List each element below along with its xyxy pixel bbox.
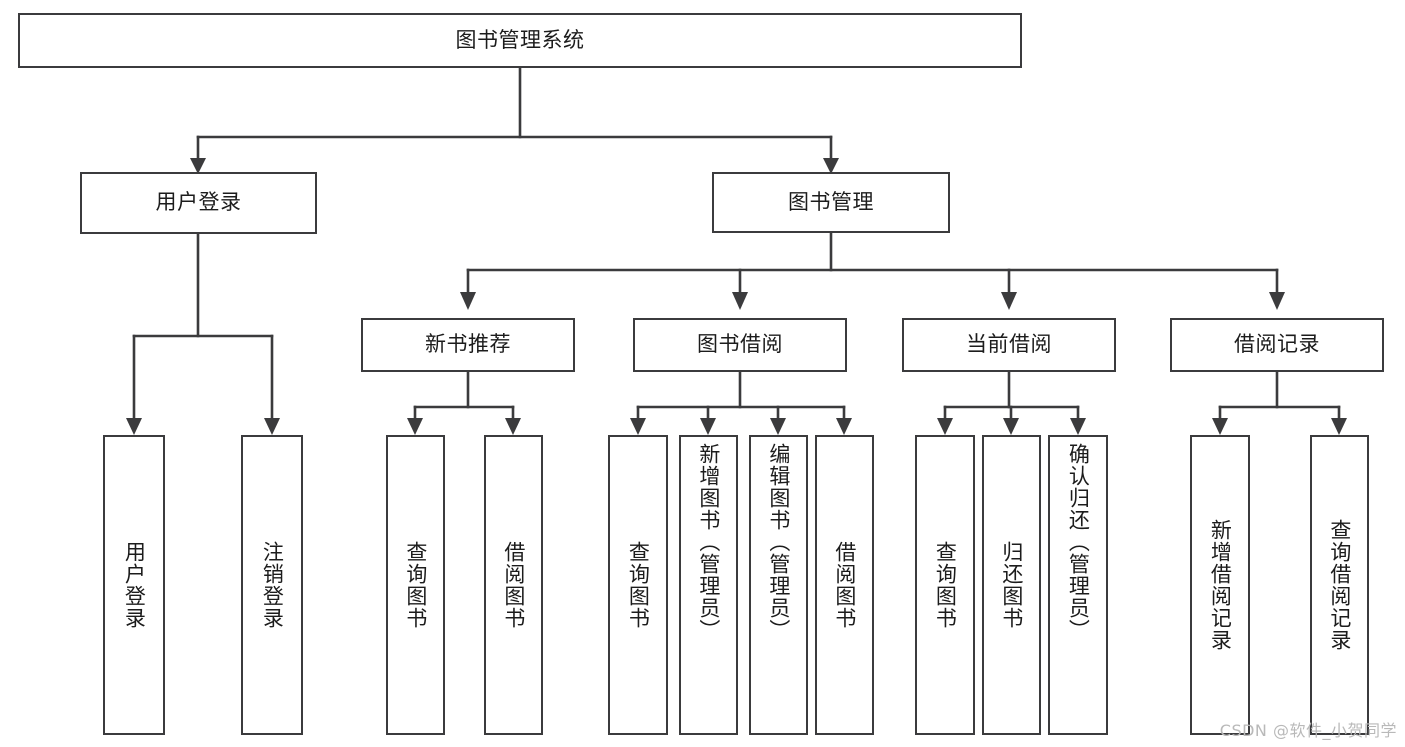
- node-leaf-confirm-return-label: 确认归还（管理员）: [1066, 443, 1091, 641]
- node-leaf-logout-login-label: 注销登录: [260, 541, 285, 629]
- node-borrow-record-label: 借阅记录: [1234, 332, 1320, 357]
- node-root-system[interactable]: 图书管理系统: [18, 13, 1022, 68]
- node-leaf-return-book-label: 归还图书: [999, 541, 1024, 629]
- node-book-manage[interactable]: 图书管理: [712, 172, 950, 233]
- node-leaf-query-book-2-label: 查询图书: [626, 541, 651, 629]
- node-leaf-confirm-return[interactable]: 确认归还（管理员）: [1048, 435, 1108, 735]
- node-new-book-recommend[interactable]: 新书推荐: [361, 318, 575, 372]
- node-book-borrow-label: 图书借阅: [697, 332, 783, 357]
- node-book-manage-label: 图书管理: [788, 189, 874, 214]
- node-borrow-record[interactable]: 借阅记录: [1170, 318, 1384, 372]
- node-book-borrow[interactable]: 图书借阅: [633, 318, 847, 372]
- node-leaf-query-book-2[interactable]: 查询图书: [608, 435, 668, 735]
- node-leaf-return-book[interactable]: 归还图书: [982, 435, 1041, 735]
- node-leaf-edit-book-label: 编辑图书（管理员）: [766, 443, 791, 641]
- node-user-login[interactable]: 用户登录: [80, 172, 317, 234]
- node-leaf-query-book-1[interactable]: 查询图书: [386, 435, 445, 735]
- node-new-book-recommend-label: 新书推荐: [425, 332, 511, 357]
- node-leaf-edit-book[interactable]: 编辑图书（管理员）: [749, 435, 808, 735]
- node-current-borrow-label: 当前借阅: [966, 332, 1052, 357]
- node-leaf-borrow-book-2[interactable]: 借阅图书: [815, 435, 874, 735]
- node-leaf-query-record[interactable]: 查询借阅记录: [1310, 435, 1369, 735]
- node-leaf-add-book[interactable]: 新增图书（管理员）: [679, 435, 738, 735]
- node-current-borrow[interactable]: 当前借阅: [902, 318, 1116, 372]
- node-leaf-query-book-1-label: 查询图书: [403, 541, 428, 629]
- node-leaf-borrow-book-1[interactable]: 借阅图书: [484, 435, 543, 735]
- node-leaf-query-record-label: 查询借阅记录: [1327, 519, 1352, 651]
- node-leaf-user-login[interactable]: 用户登录: [103, 435, 165, 735]
- node-root-system-label: 图书管理系统: [455, 27, 585, 52]
- node-leaf-add-record-label: 新增借阅记录: [1208, 519, 1233, 651]
- node-leaf-user-login-label: 用户登录: [122, 541, 147, 629]
- node-leaf-borrow-book-1-label: 借阅图书: [501, 541, 526, 629]
- watermark-text: CSDN @软件_小贺同学: [1219, 721, 1397, 740]
- node-leaf-logout-login[interactable]: 注销登录: [241, 435, 303, 735]
- node-leaf-borrow-book-2-label: 借阅图书: [832, 541, 857, 629]
- node-user-login-label: 用户登录: [155, 190, 242, 215]
- node-leaf-add-book-label: 新增图书（管理员）: [696, 443, 721, 641]
- node-leaf-query-book-3[interactable]: 查询图书: [915, 435, 975, 735]
- node-leaf-query-book-3-label: 查询图书: [933, 541, 958, 629]
- node-leaf-add-record[interactable]: 新增借阅记录: [1190, 435, 1250, 735]
